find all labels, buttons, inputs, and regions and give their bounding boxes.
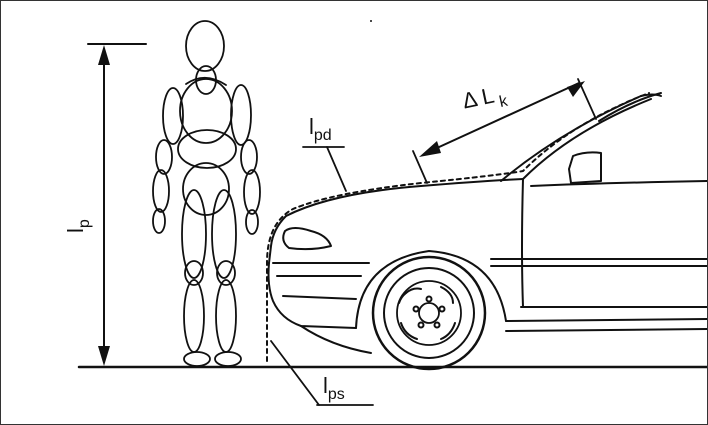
dot-mark: [370, 20, 372, 22]
height-dimension: [87, 43, 147, 366]
label-lps: lps: [323, 373, 345, 403]
label-delta-lk: Δ Lk: [460, 80, 510, 119]
delta-lk-dimension: [412, 78, 597, 184]
label-lpd: lpd: [309, 114, 332, 144]
wrap-around-contour: [266, 92, 650, 362]
lpd-leader: [326, 146, 347, 192]
car: [267, 92, 707, 371]
label-lp: lp: [63, 219, 93, 233]
pedestrian-dummy: [152, 20, 261, 367]
lps-leader: [270, 340, 320, 406]
